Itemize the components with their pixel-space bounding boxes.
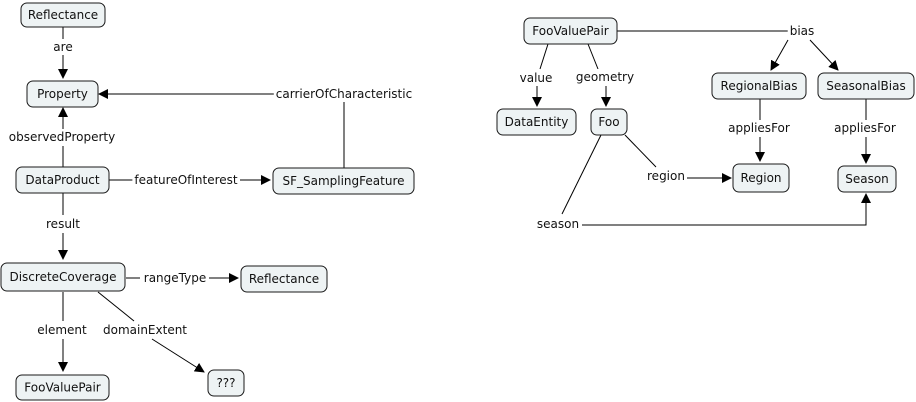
node-unknown[interactable]: ??? — [207, 369, 245, 397]
svg-text:featureOfInterest: featureOfInterest — [134, 173, 238, 187]
svg-text:appliesFor: appliesFor — [834, 121, 896, 135]
node-reflectance-top[interactable]: Reflectance — [20, 2, 106, 28]
svg-text:observedProperty: observedProperty — [9, 130, 115, 144]
svg-text:season: season — [537, 217, 579, 231]
svg-text:Property: Property — [37, 87, 88, 101]
edge-labels: are carrierOfCharacteristic observedProp… — [6, 23, 898, 338]
svg-text:region: region — [647, 169, 685, 183]
edge-label-region: region — [645, 168, 687, 184]
edge-label-observed-property: observedProperty — [6, 129, 118, 145]
node-foo[interactable]: Foo — [590, 108, 628, 136]
svg-text:Foo: Foo — [598, 115, 619, 129]
edge-label-background — [100, 322, 190, 338]
svg-text:value: value — [520, 71, 553, 85]
edge-label-background — [573, 69, 637, 85]
edge-label-background — [6, 129, 118, 145]
svg-text:DiscreteCoverage: DiscreteCoverage — [9, 270, 116, 284]
edge-label-bias: bias — [787, 23, 817, 39]
edge-label-applies-for-region: appliesFor — [726, 120, 792, 136]
edges-right — [532, 30, 871, 226]
node-foo-value-pair-right[interactable]: FooValuePair — [523, 17, 618, 45]
svg-text:SeasonalBias: SeasonalBias — [826, 79, 905, 93]
svg-text:???: ??? — [216, 376, 235, 390]
edge-label-background — [35, 322, 90, 338]
edge-label-season: season — [534, 216, 582, 232]
edge-label-background — [726, 120, 792, 136]
edge-label-value: value — [517, 70, 555, 86]
svg-text:Region: Region — [740, 171, 781, 185]
node-data-product[interactable]: DataProduct — [15, 166, 110, 194]
svg-text:Season: Season — [845, 172, 889, 186]
node-discrete-coverage[interactable]: DiscreteCoverage — [0, 262, 126, 292]
edge-label-background — [645, 168, 687, 184]
edge-label-result: result — [44, 216, 83, 232]
edge-label-background — [44, 216, 83, 232]
edge-label-are: are — [51, 39, 75, 55]
svg-text:rangeType: rangeType — [144, 271, 206, 285]
svg-text:FooValuePair: FooValuePair — [532, 24, 608, 38]
svg-text:domainExtent: domainExtent — [103, 323, 187, 337]
svg-text:geometry: geometry — [576, 70, 634, 84]
edge-label-applies-for-season: appliesFor — [832, 120, 898, 136]
svg-text:RegionalBias: RegionalBias — [721, 79, 798, 93]
svg-text:Reflectance: Reflectance — [28, 8, 98, 22]
svg-text:element: element — [37, 323, 87, 337]
svg-text:DataEntity: DataEntity — [505, 115, 569, 129]
edge-label-background — [832, 120, 898, 136]
edge-label-geometry: geometry — [573, 69, 637, 85]
svg-text:DataProduct: DataProduct — [25, 173, 100, 187]
svg-text:result: result — [46, 217, 80, 231]
node-seasonal-bias[interactable]: SeasonalBias — [817, 72, 915, 100]
svg-text:Reflectance: Reflectance — [249, 272, 319, 286]
edge-label-background — [534, 216, 582, 232]
node-data-entity[interactable]: DataEntity — [496, 108, 577, 136]
svg-text:carrierOfCharacteristic: carrierOfCharacteristic — [276, 87, 412, 101]
node-region[interactable]: Region — [732, 163, 790, 193]
node-sf-sampling-feature[interactable]: SF_SamplingFeature — [272, 167, 415, 195]
edge-label-background — [273, 86, 415, 102]
svg-text:SF_SamplingFeature: SF_SamplingFeature — [282, 174, 404, 188]
node-property[interactable]: Property — [26, 80, 99, 108]
edge-label-feature-of-interest: featureOfInterest — [132, 172, 240, 188]
svg-text:bias: bias — [790, 24, 815, 38]
svg-text:appliesFor: appliesFor — [728, 121, 790, 135]
edge-label-background — [787, 23, 817, 39]
svg-text:are: are — [53, 40, 72, 54]
edge-label-element: element — [35, 322, 90, 338]
edge-label-background — [141, 270, 209, 286]
edge-label-carrier-of-characteristic: carrierOfCharacteristic — [273, 86, 415, 102]
edge-label-background — [132, 172, 240, 188]
edge-label-background — [51, 39, 75, 55]
node-foo-value-pair-left[interactable]: FooValuePair — [15, 374, 110, 401]
node-season[interactable]: Season — [837, 165, 897, 193]
node-reflectance-range[interactable]: Reflectance — [240, 265, 328, 293]
edge-label-range-type: rangeType — [141, 270, 209, 286]
edge-label-domain-extent: domainExtent — [100, 322, 190, 338]
edges-left — [58, 27, 412, 373]
edge-label-background — [517, 70, 555, 86]
node-regional-bias[interactable]: RegionalBias — [711, 72, 807, 100]
svg-text:FooValuePair: FooValuePair — [24, 381, 100, 395]
